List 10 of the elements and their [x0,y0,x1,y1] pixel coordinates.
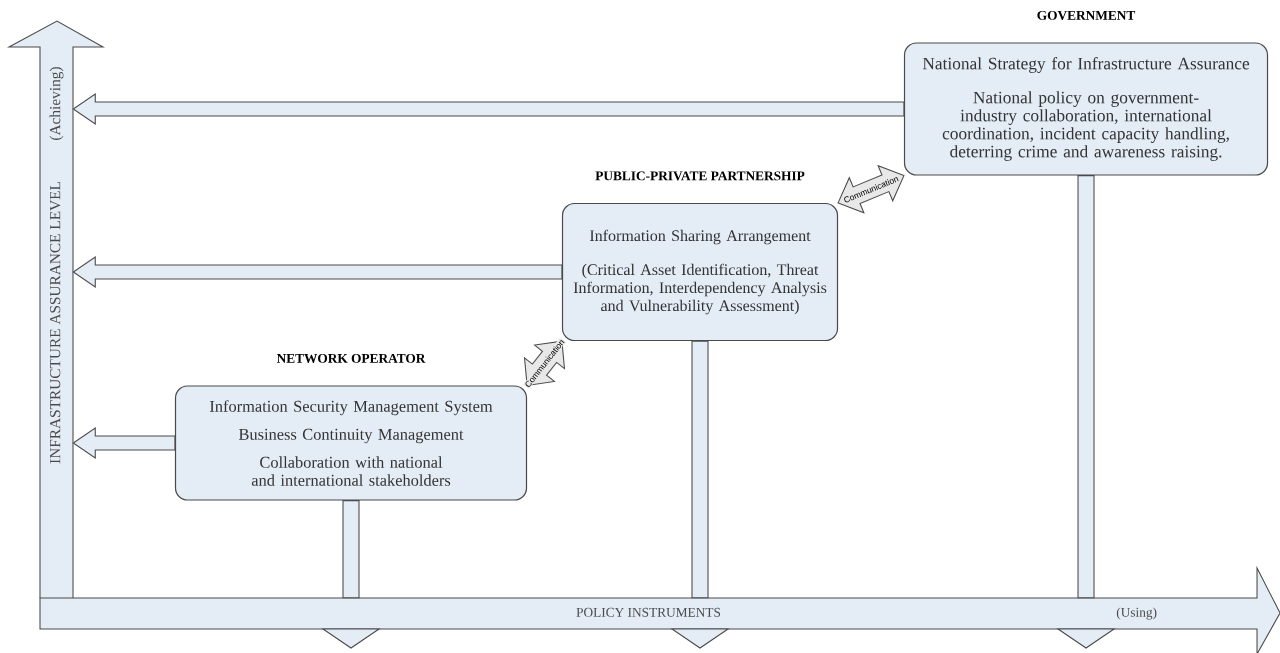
block-arrow [1077,175,1095,599]
block-arrow [72,427,176,460]
box-heading: GOVERNMENT [1037,10,1136,20]
block-arrow [342,500,360,599]
box-heading: PUBLIC-PRIVATE PARTNERSHIP [595,171,805,181]
rounded-box: National Strategy for Infrastructure Assurance National policy on government-industry collaboration, international coordination, incident capacity handling, deterring crime and awareness raising. [903,42,1269,176]
block-arrow [72,256,563,288]
box-heading: NETWORK OPERATOR [276,353,426,363]
block-arrow [72,93,905,125]
block-arrow [691,340,709,599]
